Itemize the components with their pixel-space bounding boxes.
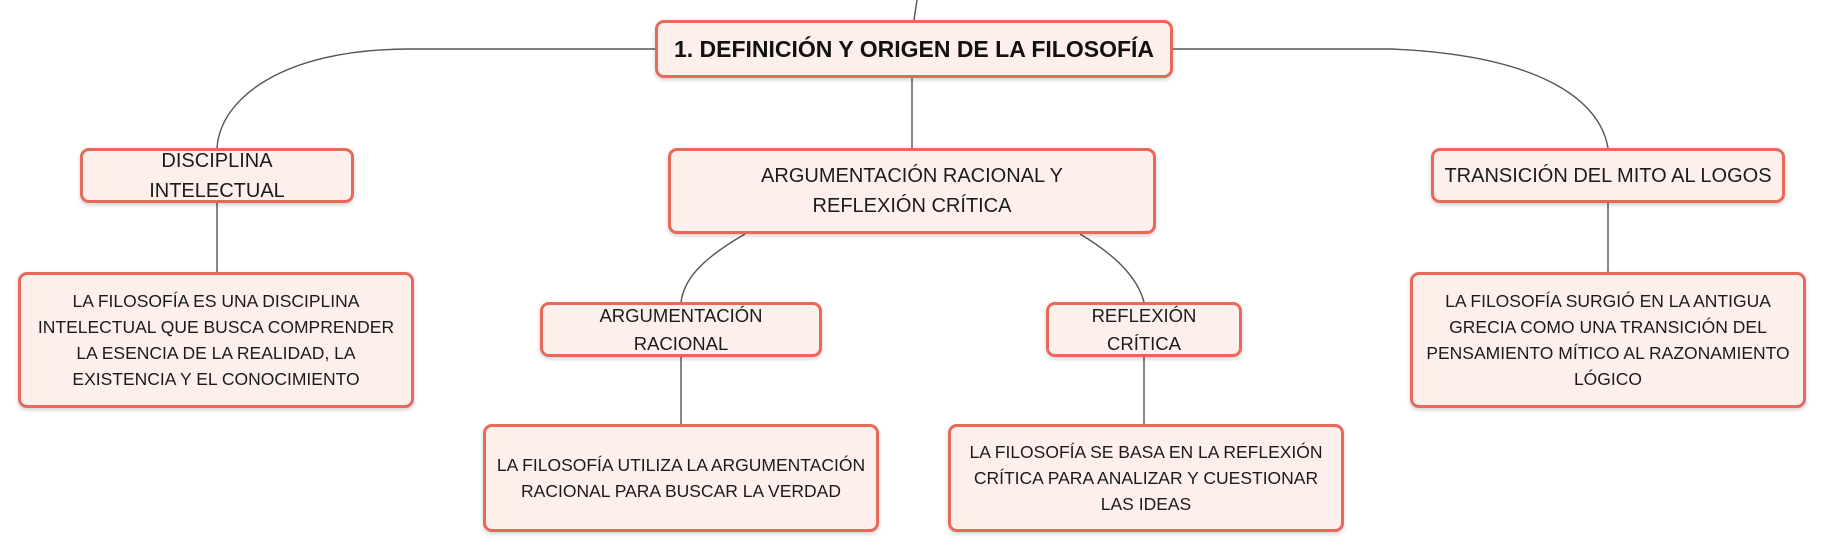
subtopic-node-argumentacion-racional[interactable]: ARGUMENTACIÓN RACIONAL xyxy=(540,302,822,357)
topic-label-argumentacion-reflexion: ARGUMENTACIÓN RACIONAL Y REFLEXIÓN CRÍTI… xyxy=(761,165,1063,217)
topic-node-argumentacion-reflexion[interactable]: ARGUMENTACIÓN RACIONAL Y REFLEXIÓN CRÍTI… xyxy=(668,148,1156,234)
detail-text-disciplina: LA FILOSOFÍA ES UNA DISCIPLINA INTELECTU… xyxy=(37,290,395,390)
connector-arg-argracional xyxy=(680,233,746,303)
connector-main-transicion xyxy=(1173,48,1609,149)
subtopic-label-reflexion-critica: REFLEXIÓN CRÍTICA xyxy=(1091,304,1197,354)
main-topic-node[interactable]: 1. DEFINICIÓN Y ORIGEN DE LA FILOSOFÍA xyxy=(655,20,1173,78)
topic-label-transicion-mito-logos: TRANSICIÓN DEL MITO AL LOGOS xyxy=(1444,164,1772,187)
subtopic-node-reflexion-critica[interactable]: REFLEXIÓN CRÍTICA xyxy=(1046,302,1242,357)
detail-node-disciplina[interactable]: LA FILOSOFÍA ES UNA DISCIPLINA INTELECTU… xyxy=(18,272,414,408)
detail-node-transicion[interactable]: LA FILOSOFÍA SURGIÓ EN LA ANTIGUA GRECIA… xyxy=(1410,272,1806,408)
topic-node-transicion-mito-logos[interactable]: TRANSICIÓN DEL MITO AL LOGOS xyxy=(1431,148,1785,203)
main-topic-label: 1. DEFINICIÓN Y ORIGEN DE LA FILOSOFÍA xyxy=(673,35,1155,62)
detail-node-argumentacion-racional[interactable]: LA FILOSOFÍA UTILIZA LA ARGUMENTACIÓN RA… xyxy=(483,424,879,532)
detail-node-reflexion-critica[interactable]: LA FILOSOFÍA SE BASA EN LA REFLEXIÓN CRÍ… xyxy=(948,424,1344,532)
topic-node-disciplina-intelectual[interactable]: DISCIPLINA INTELECTUAL xyxy=(80,148,354,203)
detail-text-transicion: LA FILOSOFÍA SURGIÓ EN LA ANTIGUA GRECIA… xyxy=(1426,290,1790,390)
subtopic-label-argumentacion-racional: ARGUMENTACIÓN RACIONAL xyxy=(599,304,763,354)
connector-parent-main xyxy=(913,0,918,21)
detail-text-argumentacion-racional: LA FILOSOFÍA UTILIZA LA ARGUMENTACIÓN RA… xyxy=(496,454,866,501)
connector-arg-reflexion xyxy=(1079,233,1145,303)
topic-label-disciplina-intelectual: DISCIPLINA INTELECTUAL xyxy=(149,149,285,202)
connector-main-disciplina xyxy=(216,48,655,149)
detail-text-reflexion-critica: LA FILOSOFÍA SE BASA EN LA REFLEXIÓN CRÍ… xyxy=(969,441,1323,515)
